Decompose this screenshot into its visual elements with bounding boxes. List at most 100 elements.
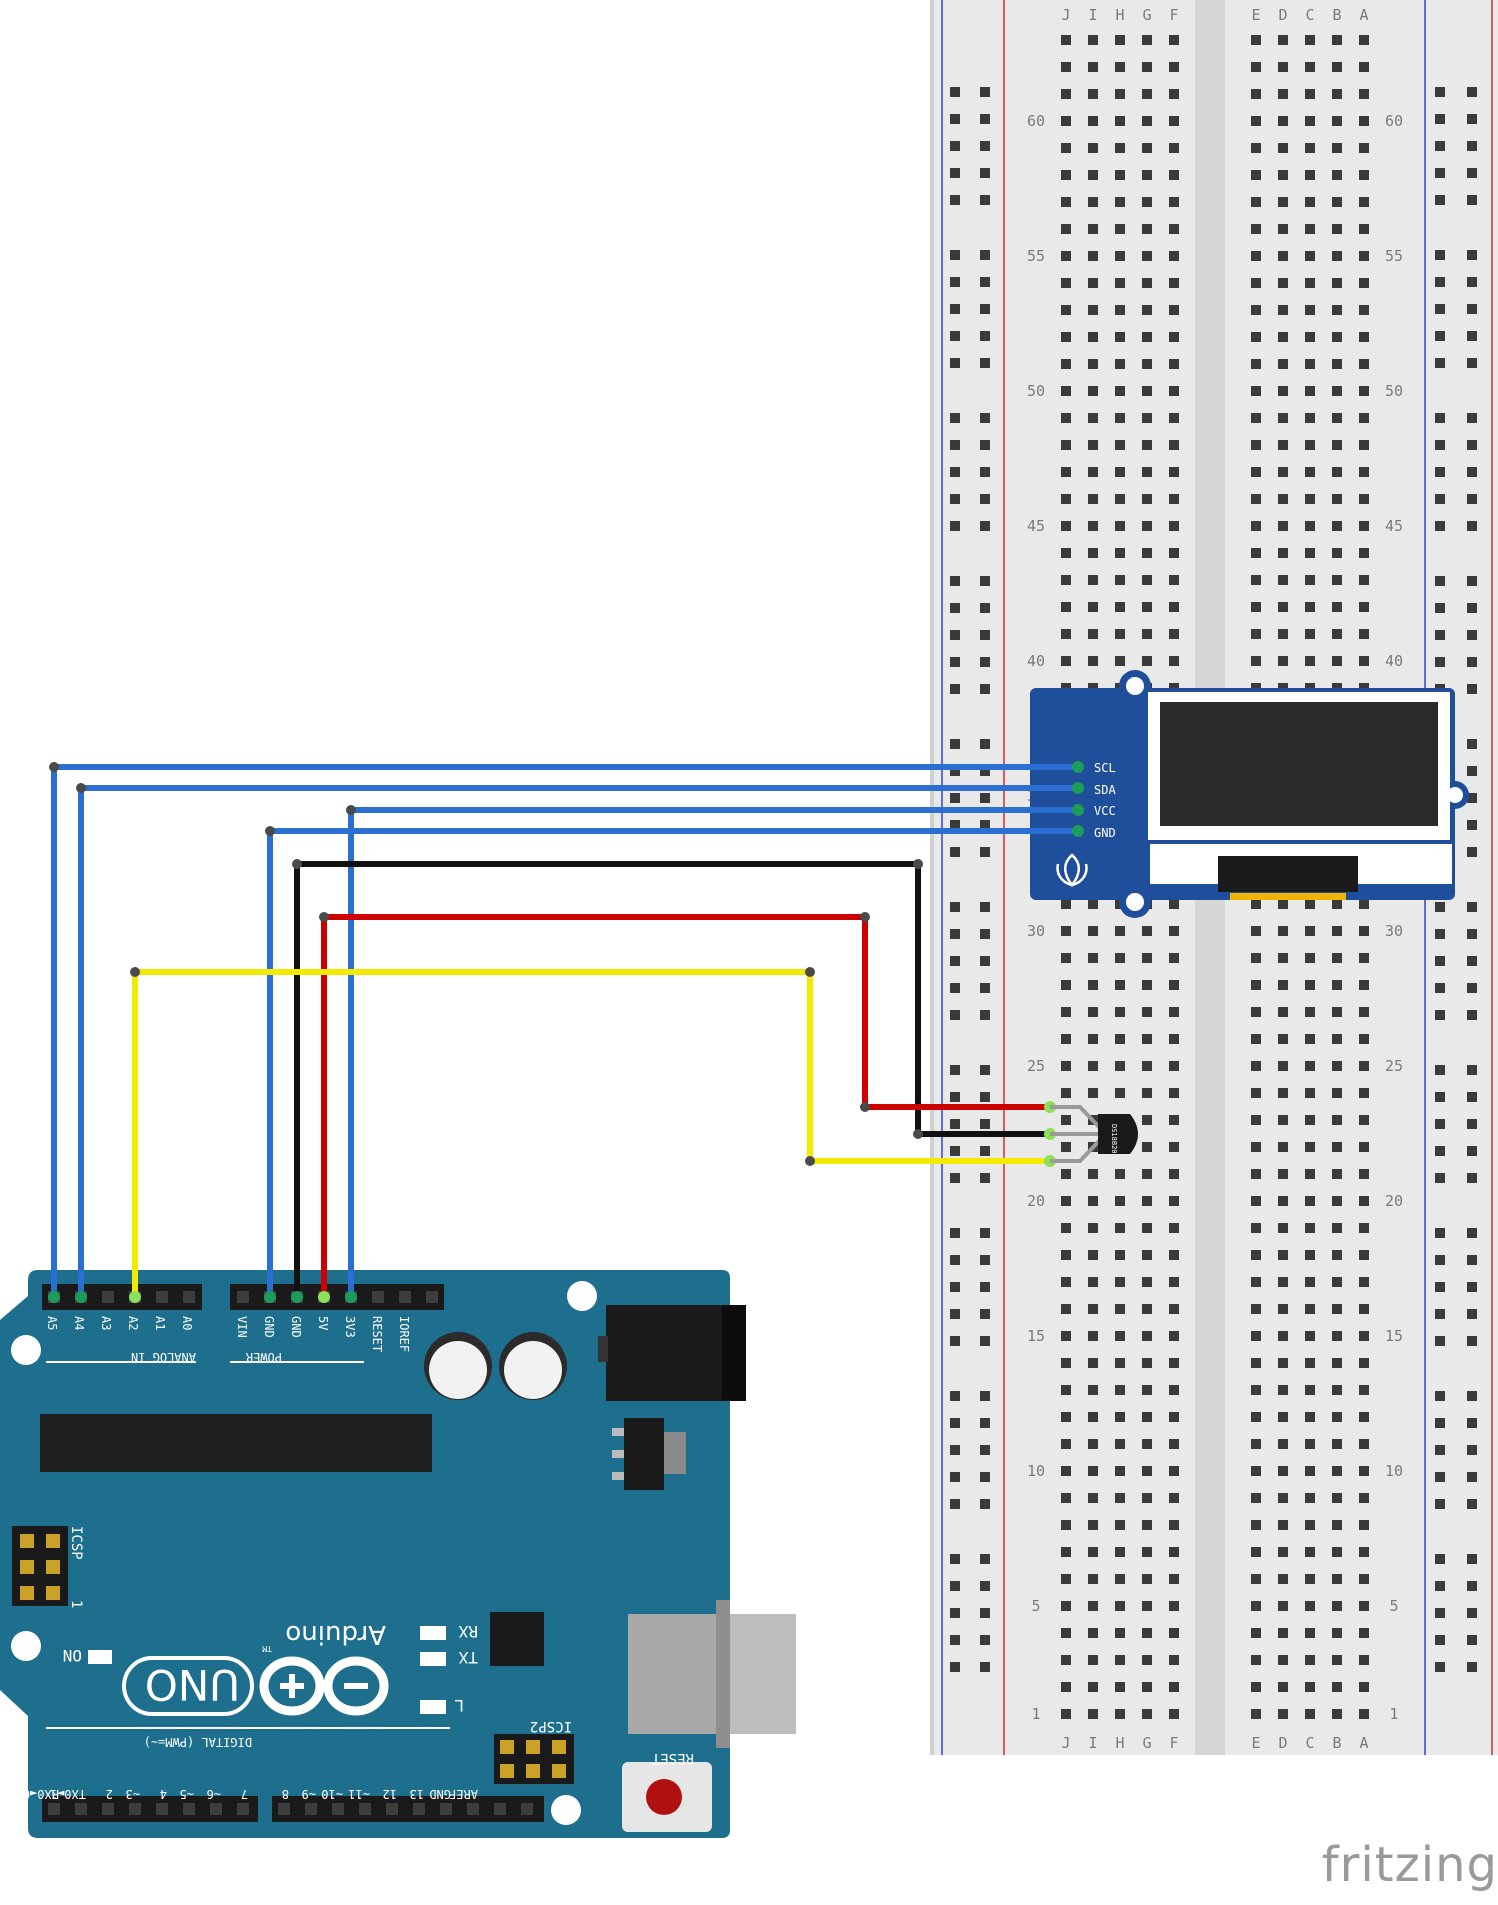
bb-rail-hole	[1467, 1581, 1477, 1591]
bb-hole	[1169, 494, 1179, 504]
bb-hole	[1088, 35, 1098, 45]
bb-row-number: 5	[1389, 1597, 1398, 1615]
bb-rail-hole	[950, 1228, 960, 1238]
bb-rail-hole	[950, 1282, 960, 1292]
bb-hole	[1169, 656, 1179, 666]
bb-hole	[1332, 1574, 1342, 1584]
bb-hole	[1088, 1547, 1098, 1557]
bb-row-number: 15	[1385, 1327, 1403, 1345]
bb-hole	[1332, 1628, 1342, 1638]
pin-label-a3: A3	[99, 1316, 113, 1330]
bb-hole	[1061, 332, 1071, 342]
bb-rail-hole	[980, 1228, 990, 1238]
bb-hole	[1115, 413, 1125, 423]
reset-button-cap[interactable]	[646, 1779, 682, 1815]
bb-hole	[1169, 1250, 1179, 1260]
bb-hole	[1061, 1412, 1071, 1422]
bb-hole	[1115, 1520, 1125, 1530]
bb-rail-hole	[950, 1635, 960, 1645]
bb-hole	[1088, 548, 1098, 558]
bb-hole	[1088, 980, 1098, 990]
bb-hole	[1278, 440, 1288, 450]
bb-hole	[1278, 494, 1288, 504]
bb-rail-hole	[980, 1092, 990, 1102]
digital-header-label: DIGITAL (PWM=~)	[144, 1735, 252, 1749]
bb-hole	[1088, 251, 1098, 261]
bb-hole	[1142, 1358, 1152, 1368]
bb-rail-hole	[1467, 956, 1477, 966]
bb-rail-hole	[980, 168, 990, 178]
bb-hole	[1305, 521, 1315, 531]
bb-hole	[1278, 1385, 1288, 1395]
bb-rail-hole	[1467, 413, 1477, 423]
bb-rail-hole	[950, 1065, 960, 1075]
bb-hole	[1332, 467, 1342, 477]
bb-rail-hole	[950, 413, 960, 423]
uno-badge: UNO	[122, 1656, 254, 1716]
bb-hole	[1332, 1331, 1342, 1341]
bb-rail-hole	[950, 657, 960, 667]
bb-hole	[1115, 629, 1125, 639]
bb-hole	[1169, 251, 1179, 261]
bb-hole	[1169, 116, 1179, 126]
bb-hole	[1088, 953, 1098, 963]
bb-rail-hole	[1435, 1255, 1445, 1265]
bb-col-letter: I	[1088, 6, 1097, 24]
bb-rail-hole	[980, 521, 990, 531]
bb-hole	[1278, 575, 1288, 585]
bb-hole	[1305, 1007, 1315, 1017]
bb-hole	[1088, 1466, 1098, 1476]
bb-hole	[1332, 1682, 1342, 1692]
bb-hole	[1169, 143, 1179, 153]
bb-rail-hole	[1435, 1309, 1445, 1319]
bb-rail-hole	[1435, 467, 1445, 477]
bb-hole	[1115, 1466, 1125, 1476]
bb-rail-hole	[1467, 1608, 1477, 1618]
bb-hole	[1251, 143, 1261, 153]
bb-hole	[1169, 1007, 1179, 1017]
bb-hole	[1142, 1412, 1152, 1422]
bb-hole	[1088, 467, 1098, 477]
bb-hole	[1061, 1655, 1071, 1665]
bb-hole	[1169, 980, 1179, 990]
bb-row-number: 25	[1385, 1057, 1403, 1075]
bb-hole	[1142, 953, 1152, 963]
bb-hole	[1305, 1115, 1315, 1125]
bb-rail-hole	[1467, 1309, 1477, 1319]
bb-hole	[1115, 197, 1125, 207]
digital-pin	[305, 1803, 317, 1815]
bb-hole	[1332, 1655, 1342, 1665]
bb-hole	[1088, 305, 1098, 315]
bb-rail-hole	[1467, 983, 1477, 993]
wires	[51, 764, 1078, 1297]
rx-led	[420, 1626, 446, 1640]
bb-hole	[1278, 926, 1288, 936]
bb-hole	[1278, 386, 1288, 396]
bb-rail-hole	[1467, 1282, 1477, 1292]
bb-hole	[1142, 1466, 1152, 1476]
digital-pin-label: ~9	[302, 1787, 316, 1801]
bb-hole	[1142, 1520, 1152, 1530]
bb-hole	[1305, 1169, 1315, 1179]
bb-rail-hole	[1467, 141, 1477, 151]
bb-rail-hole	[1467, 1662, 1477, 1672]
bb-rail-hole	[1435, 1092, 1445, 1102]
bb-rail-hole	[1435, 277, 1445, 287]
bb-hole	[1278, 899, 1288, 909]
bb-hole	[1251, 1385, 1261, 1395]
bb-hole	[1115, 251, 1125, 261]
bb-hole	[1061, 1142, 1071, 1152]
bb-hole	[1169, 1574, 1179, 1584]
bb-hole	[1278, 1034, 1288, 1044]
bb-hole	[1142, 224, 1152, 234]
bb-hole	[1169, 1520, 1179, 1530]
bb-hole	[1142, 359, 1152, 369]
bb-hole	[1251, 980, 1261, 990]
bb-hole	[1251, 521, 1261, 531]
bb-rail-hole	[1467, 684, 1477, 694]
bb-rail-hole	[950, 1418, 960, 1428]
bb-hole	[1088, 1628, 1098, 1638]
bb-hole	[1305, 1520, 1315, 1530]
bb-hole	[1169, 386, 1179, 396]
uno-label: UNO	[145, 1660, 240, 1709]
